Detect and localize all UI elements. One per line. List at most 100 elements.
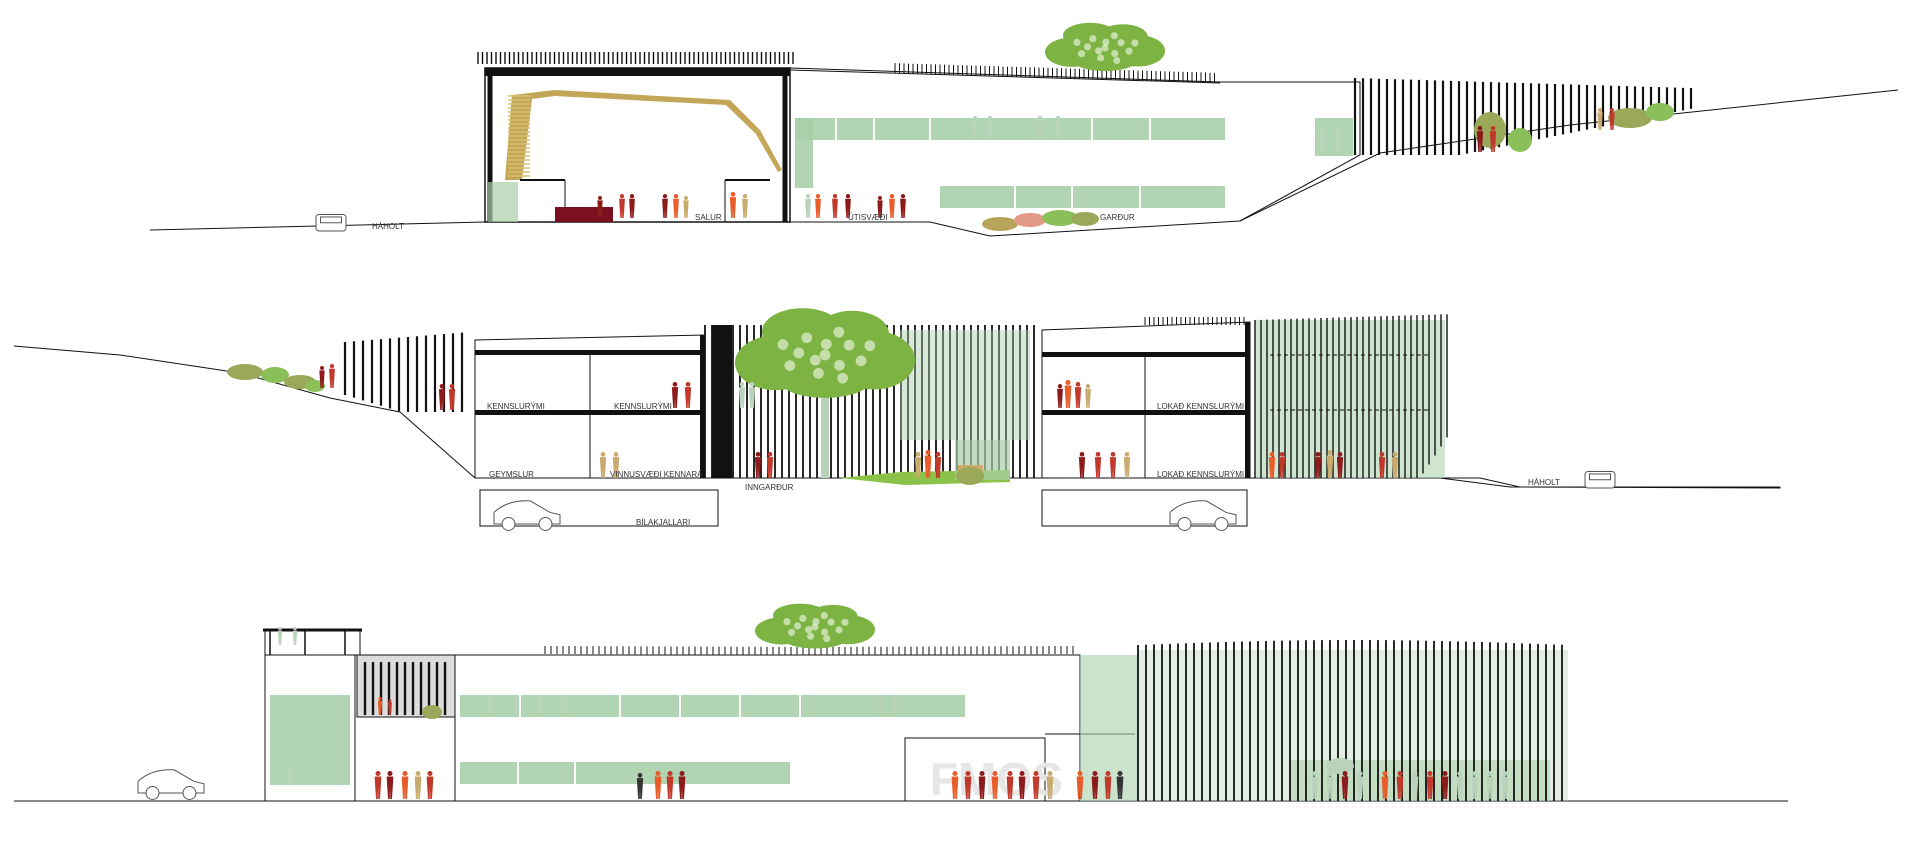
section-bottom-elevation: FMOS	[14, 603, 1788, 805]
tree-canopy-hole	[835, 626, 843, 634]
person-head	[1105, 771, 1111, 777]
person-body	[889, 198, 895, 218]
tree-canopy-hole	[784, 360, 796, 372]
tree-canopy-hole	[1097, 54, 1105, 62]
tree-canopy-hole	[809, 354, 821, 366]
tree-canopy-hole	[841, 618, 849, 626]
person-head	[1065, 380, 1071, 386]
person-head	[730, 192, 736, 197]
person-head	[629, 194, 635, 199]
tree-canopy-hole	[833, 326, 845, 338]
person-head	[1124, 452, 1130, 457]
person-body	[877, 698, 883, 715]
label-haholt-middle: HÁHOLT	[1528, 478, 1560, 487]
person-head	[739, 382, 745, 387]
person-head	[878, 196, 882, 200]
person-head	[878, 695, 882, 699]
left-block-wall	[700, 335, 705, 478]
person-body	[991, 776, 999, 799]
label-inngardur: INNGARÐUR	[745, 483, 794, 492]
person-head	[402, 771, 408, 777]
person-body	[1055, 120, 1061, 138]
person-body	[1381, 776, 1389, 799]
tree-canopy-hole	[819, 349, 831, 361]
person-head	[1038, 116, 1042, 120]
person-body	[438, 389, 446, 410]
person-head	[915, 452, 921, 457]
person-body	[1085, 388, 1091, 408]
shrub	[1042, 210, 1078, 226]
shrub	[261, 367, 289, 383]
reception-desk	[555, 207, 613, 222]
person-head	[667, 771, 673, 777]
person-head	[1487, 771, 1493, 777]
person-body	[987, 120, 993, 138]
tree-trunk	[821, 395, 829, 478]
person-body	[766, 457, 774, 478]
person-body	[386, 776, 394, 799]
person-body	[738, 387, 746, 408]
person-body	[448, 389, 456, 410]
person-body	[662, 198, 668, 218]
person-head	[329, 364, 335, 369]
right-fin-facade	[1254, 314, 1448, 478]
person-head	[655, 771, 661, 777]
person-head	[1117, 771, 1123, 777]
person-body	[934, 457, 942, 478]
person-body	[1441, 776, 1449, 799]
person-head	[662, 194, 668, 199]
person-body	[754, 457, 762, 478]
car-wheel	[1177, 517, 1192, 531]
person-head	[979, 771, 985, 777]
person-head	[845, 194, 851, 199]
person-head	[1337, 452, 1343, 457]
car-wheel	[1214, 517, 1229, 531]
person-body	[845, 198, 851, 218]
person-body	[537, 698, 543, 715]
person-body	[1094, 457, 1102, 478]
person-head	[439, 384, 445, 389]
person-body	[1426, 776, 1434, 799]
person-head	[992, 771, 998, 777]
person-body	[951, 776, 959, 799]
tree-canopy-hole	[1113, 56, 1121, 65]
person-body	[1486, 776, 1494, 799]
person-body	[684, 387, 692, 408]
left-fin-facade	[343, 332, 464, 412]
glass-left-column	[795, 118, 813, 188]
tree-canopy-hole	[799, 614, 807, 622]
person-body	[729, 197, 737, 218]
tree-canopy-hole	[1111, 49, 1119, 58]
tree-canopy-blob	[777, 358, 873, 398]
shrub	[982, 217, 1018, 231]
person-body	[374, 776, 382, 799]
person-head	[1379, 452, 1385, 457]
person-body	[1326, 776, 1334, 799]
glass-band-dividers	[835, 118, 1151, 208]
person-head	[952, 771, 958, 777]
person-head	[1442, 771, 1448, 777]
person-head	[563, 695, 567, 699]
shrub	[1014, 213, 1046, 227]
tree-canopy-hole	[821, 628, 829, 636]
person-head	[1342, 771, 1348, 777]
person-body	[426, 776, 434, 799]
car-icon	[315, 214, 347, 232]
person-body	[673, 198, 679, 218]
tree-canopy-hole	[1125, 47, 1133, 55]
tree-canopy-hole	[1094, 47, 1103, 55]
hill-shrubs	[227, 364, 984, 485]
person-body	[1123, 457, 1131, 478]
people-bottom	[277, 627, 1509, 799]
person-head	[387, 771, 393, 777]
right-block-outline	[1041, 321, 1251, 478]
person-body	[487, 698, 493, 715]
person-head	[1095, 452, 1101, 457]
person-body	[1356, 776, 1364, 799]
person-body	[377, 700, 383, 715]
person-body	[1268, 457, 1276, 478]
right-glass-facade	[1255, 320, 1445, 478]
courtyard-glass	[900, 330, 1030, 440]
shrub	[1071, 212, 1099, 226]
person-body	[1109, 457, 1117, 478]
